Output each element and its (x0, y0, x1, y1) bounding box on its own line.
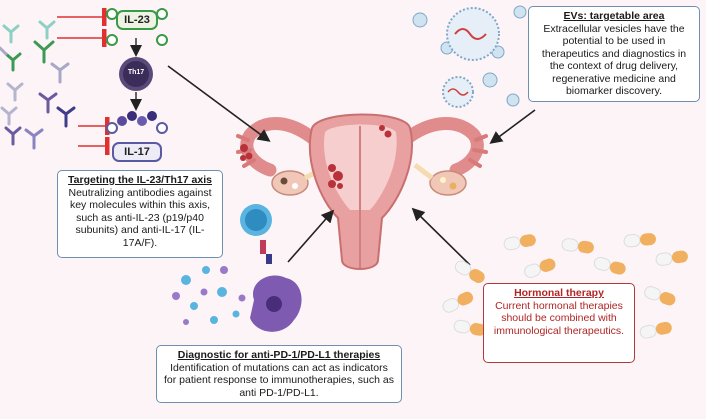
large-vesicle (446, 7, 500, 61)
pdl1-body: Identification of mutations can act as i… (164, 361, 394, 399)
th17-label: Th17 (127, 69, 145, 76)
th17-cell (119, 57, 153, 91)
pdl1-diagnostic-box: Diagnostic for anti-PD-1/PD-L1 therapies… (156, 345, 402, 403)
uterus-illustration (236, 113, 488, 270)
evs-info-box: EVs: targetable area Extracellular vesic… (528, 6, 700, 102)
hormonal-therapy-box: Hormonal therapy Current hormonal therap… (483, 283, 635, 363)
evs-body: Extracellular vesicles have the potentia… (541, 22, 687, 98)
pdl1-title: Diagnostic for anti-PD-1/PD-L1 therapies (177, 349, 381, 361)
il23-th17-body: Neutralizing antibodies against key mole… (68, 186, 212, 249)
il23-th17-title: Targeting the IL-23/Th17 axis (68, 174, 212, 186)
hormonal-therapy-title: Hormonal therapy (514, 287, 604, 299)
il23-th17-info-box: Targeting the IL-23/Th17 axis Neutralizi… (57, 170, 223, 258)
immune-cells (172, 204, 302, 332)
il23-molecule (106, 8, 168, 46)
pill-capsules (442, 233, 688, 339)
evs-title: EVs: targetable area (563, 10, 665, 22)
il23-label: IL-23 (116, 10, 158, 30)
hormonal-therapy-body: Current hormonal therapies should be com… (493, 299, 625, 337)
pointer-arrows (167, 65, 536, 266)
antibody-icons (0, 20, 76, 150)
small-vesicle (442, 76, 474, 108)
il17-molecule (106, 111, 168, 134)
il17-label: IL-17 (112, 142, 162, 162)
extracellular-vesicles (412, 5, 527, 108)
inhibition-lines (57, 8, 110, 155)
